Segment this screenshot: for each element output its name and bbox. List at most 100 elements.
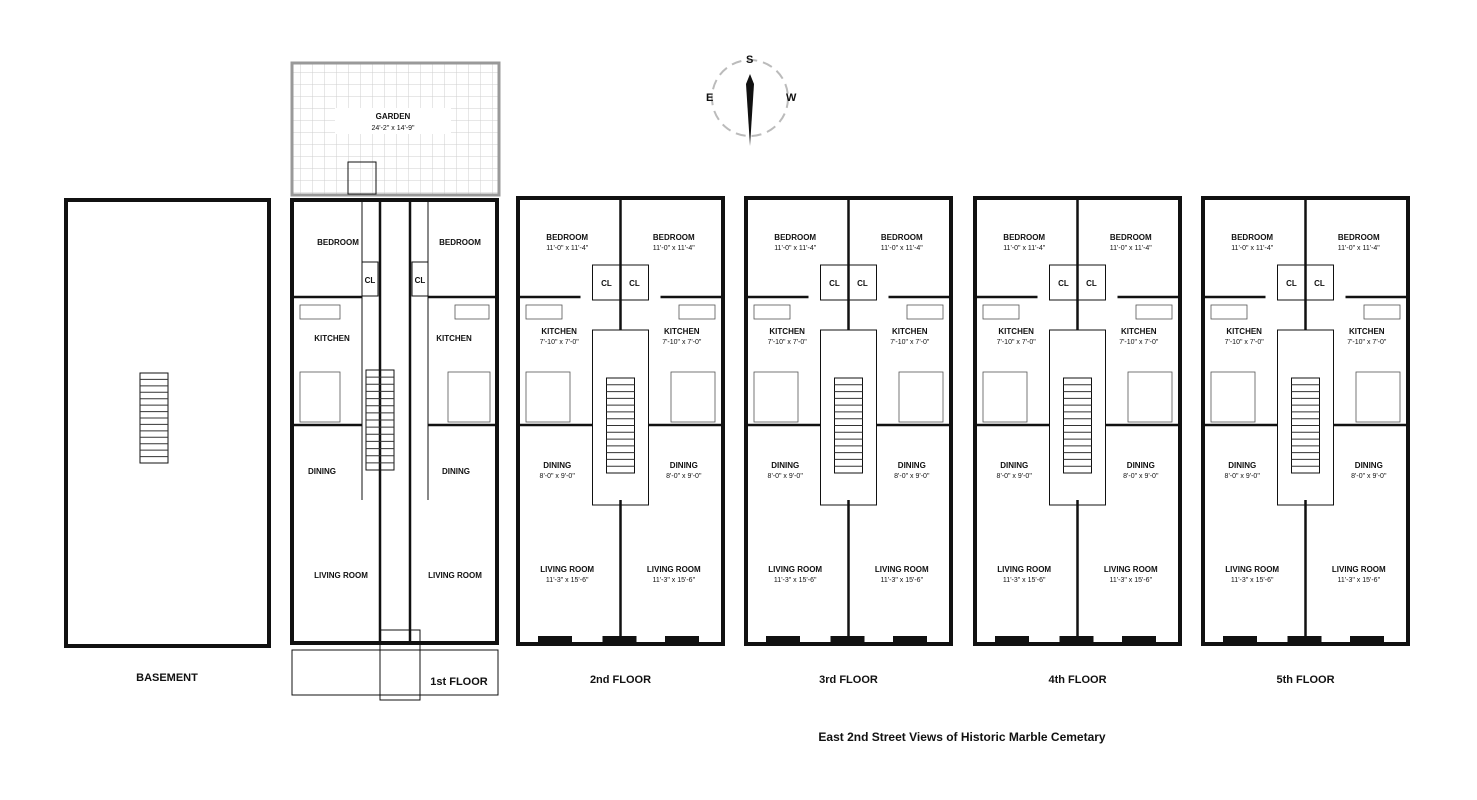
bedroom-label: BEDROOM — [881, 233, 923, 242]
bedroom-label: BEDROOM — [1003, 233, 1045, 242]
dining-dims: 8'-0" x 9'-0" — [997, 473, 1033, 480]
dining-label: DINING — [1228, 461, 1256, 470]
kitchen-dims: 7'-10" x 7'-0" — [1119, 339, 1159, 346]
kitchen-label: KITCHEN — [998, 327, 1034, 336]
basement-stair — [139, 372, 169, 464]
bedroom-dims: 11'-0" x 11'-4" — [653, 245, 696, 252]
living-room-dims: 11'-3" x 15'-6" — [1110, 577, 1153, 584]
first-left-kitchen: KITCHEN — [314, 334, 350, 343]
kitchen-label: KITCHEN — [1121, 327, 1157, 336]
bedroom-dims: 11'-0" x 11'-4" — [1338, 245, 1381, 252]
kitchen-label: KITCHEN — [664, 327, 700, 336]
first-right-kitchen: KITCHEN — [436, 334, 472, 343]
kitchen-label: KITCHEN — [892, 327, 928, 336]
bedroom-dims: 11'-0" x 11'-4" — [1110, 245, 1153, 252]
dining-dims: 8'-0" x 9'-0" — [1123, 473, 1159, 480]
bedroom-label: BEDROOM — [1110, 233, 1152, 242]
dining-label: DINING — [1127, 461, 1155, 470]
living-room-label: LIVING ROOM — [875, 565, 929, 574]
dining-dims: 8'-0" x 9'-0" — [894, 473, 930, 480]
kitchen-dims: 7'-10" x 7'-0" — [1347, 339, 1387, 346]
living-room-label: LIVING ROOM — [647, 565, 701, 574]
basement-plan: BASEMENT — [64, 198, 271, 684]
living-room-dims: 11'-3" x 15'-6" — [881, 577, 924, 584]
closet-label: CL — [629, 279, 640, 288]
kitchen-dims: 7'-10" x 7'-0" — [1225, 339, 1265, 346]
living-room-label: LIVING ROOM — [1332, 565, 1386, 574]
first-left-living: LIVING ROOM — [314, 571, 368, 580]
dining-label: DINING — [898, 461, 926, 470]
first-right-bedroom: BEDROOM — [439, 238, 481, 247]
closet-label: CL — [829, 279, 840, 288]
compass: S E W — [706, 54, 797, 146]
dining-dims: 8'-0" x 9'-0" — [1225, 473, 1261, 480]
living-room-dims: 11'-3" x 15'-6" — [653, 577, 696, 584]
floor-label: 4th FLOOR — [1048, 674, 1106, 686]
first-left-bedroom: BEDROOM — [317, 238, 359, 247]
compass-west-label: W — [786, 92, 797, 104]
kitchen-dims: 7'-10" x 7'-0" — [997, 339, 1037, 346]
closet-label: CL — [857, 279, 868, 288]
floor-label: 5th FLOOR — [1276, 674, 1334, 686]
living-room-label: LIVING ROOM — [997, 565, 1051, 574]
bedroom-dims: 11'-0" x 11'-4" — [1003, 245, 1046, 252]
kitchen-dims: 7'-10" x 7'-0" — [768, 339, 808, 346]
kitchen-label: KITCHEN — [541, 327, 577, 336]
dining-dims: 8'-0" x 9'-0" — [540, 473, 576, 480]
bedroom-dims: 11'-0" x 11'-4" — [1231, 245, 1274, 252]
living-room-label: LIVING ROOM — [1104, 565, 1158, 574]
kitchen-label: KITCHEN — [1226, 327, 1262, 336]
bedroom-dims: 11'-0" x 11'-4" — [881, 245, 924, 252]
floor-label: 2nd FLOOR — [590, 674, 651, 686]
first-floor-plan: BEDROOM BEDROOM CL CL KITCHEN KITCHEN DI… — [290, 161, 499, 701]
first-right-dining: DINING — [442, 467, 470, 476]
first-left-closet: CL — [365, 276, 376, 285]
bedroom-label: BEDROOM — [1338, 233, 1380, 242]
closet-label: CL — [1286, 279, 1297, 288]
closet-label: CL — [601, 279, 612, 288]
dining-label: DINING — [1355, 461, 1383, 470]
closet-label: CL — [1086, 279, 1097, 288]
floor-plan-4: BEDROOM 11'-0" x 11'-4" KITCHEN 7'-10" x 7'… — [973, 196, 1182, 686]
kitchen-label: KITCHEN — [1349, 327, 1385, 336]
caption: East 2nd Street Views of Historic Marble… — [818, 730, 1106, 744]
closet-label: CL — [1314, 279, 1325, 288]
dining-label: DINING — [670, 461, 698, 470]
kitchen-dims: 7'-10" x 7'-0" — [662, 339, 702, 346]
kitchen-label: KITCHEN — [769, 327, 805, 336]
dining-dims: 8'-0" x 9'-0" — [1351, 473, 1387, 480]
bedroom-label: BEDROOM — [546, 233, 588, 242]
first-right-living: LIVING ROOM — [428, 571, 482, 580]
bedroom-label: BEDROOM — [1231, 233, 1273, 242]
floor-plan-3: BEDROOM 11'-0" x 11'-4" KITCHEN 7'-10" x 7'… — [744, 196, 953, 686]
floor-label: 3rd FLOOR — [819, 674, 878, 686]
first-floor-label: 1st FLOOR — [430, 676, 488, 688]
dining-label: DINING — [771, 461, 799, 470]
compass-south-label: S — [746, 54, 753, 66]
garden-dims: 24'-2" x 14'-9" — [371, 125, 415, 132]
floor-plan-2: BEDROOM 11'-0" x 11'-4" KITCHEN 7'-10" x 7'… — [516, 196, 725, 686]
dining-label: DINING — [1000, 461, 1028, 470]
living-room-label: LIVING ROOM — [1225, 565, 1279, 574]
dining-dims: 8'-0" x 9'-0" — [666, 473, 702, 480]
living-room-dims: 11'-3" x 15'-6" — [1338, 577, 1381, 584]
bedroom-dims: 11'-0" x 11'-4" — [774, 245, 817, 252]
first-left-dining: DINING — [308, 467, 336, 476]
living-room-dims: 11'-3" x 15'-6" — [546, 577, 589, 584]
living-room-dims: 11'-3" x 15'-6" — [774, 577, 817, 584]
garden-label: GARDEN — [376, 112, 411, 121]
floor-plan-5: BEDROOM 11'-0" x 11'-4" KITCHEN 7'-10" x 7'… — [1201, 196, 1410, 686]
living-room-label: LIVING ROOM — [540, 565, 594, 574]
living-room-label: LIVING ROOM — [768, 565, 822, 574]
basement-label: BASEMENT — [136, 672, 198, 684]
kitchen-dims: 7'-10" x 7'-0" — [540, 339, 580, 346]
living-room-dims: 11'-3" x 15'-6" — [1003, 577, 1046, 584]
garden-area: GARDEN 24'-2" x 14'-9" — [290, 61, 501, 197]
living-room-dims: 11'-3" x 15'-6" — [1231, 577, 1274, 584]
dining-dims: 8'-0" x 9'-0" — [768, 473, 804, 480]
closet-label: CL — [1058, 279, 1069, 288]
kitchen-dims: 7'-10" x 7'-0" — [890, 339, 930, 346]
first-right-closet: CL — [415, 276, 426, 285]
bedroom-dims: 11'-0" x 11'-4" — [546, 245, 589, 252]
